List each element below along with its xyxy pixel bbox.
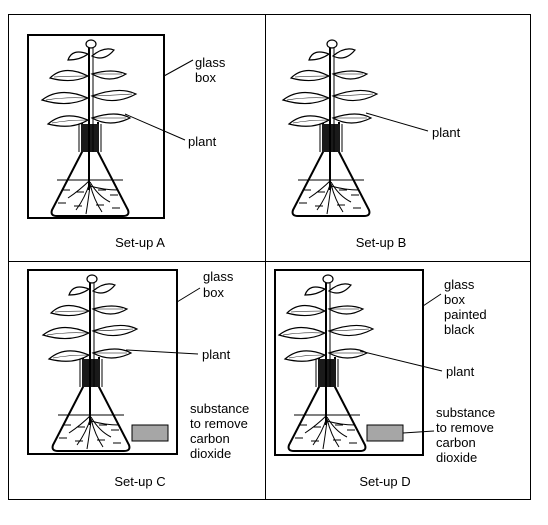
plant-in-flask	[42, 274, 138, 452]
plant-pointer-line	[359, 350, 443, 372]
plant-pointer-line	[365, 112, 429, 132]
plant-pointer-line	[125, 349, 199, 355]
glass-box	[27, 34, 165, 219]
glass-box	[27, 269, 178, 455]
substance-pointer-line	[402, 430, 435, 434]
grid-lines	[8, 14, 531, 500]
box-pointer-line	[176, 287, 201, 303]
setup-caption: Set-up A	[115, 235, 165, 250]
setup-caption: Set-up C	[114, 474, 165, 489]
plant-label: plant	[188, 134, 217, 149]
box-pointer-line	[163, 59, 194, 77]
setup-caption: Set-up B	[356, 235, 407, 250]
setup-caption: Set-up D	[359, 474, 410, 489]
plant-label: plant	[202, 347, 231, 362]
plant-in-flask	[278, 274, 374, 452]
plant-pointer-line	[124, 113, 186, 141]
panel-setup-b: plant Set-up B	[282, 39, 461, 250]
plant-label: plant	[432, 125, 461, 140]
glass-box-painted	[274, 269, 424, 456]
co2-absorber-block	[366, 424, 404, 442]
plant-in-flask	[282, 39, 378, 217]
box-pointer-line	[422, 293, 442, 307]
plant-in-flask	[41, 39, 137, 217]
co2-absorber-block	[131, 424, 169, 442]
plant-label: plant	[446, 364, 475, 379]
